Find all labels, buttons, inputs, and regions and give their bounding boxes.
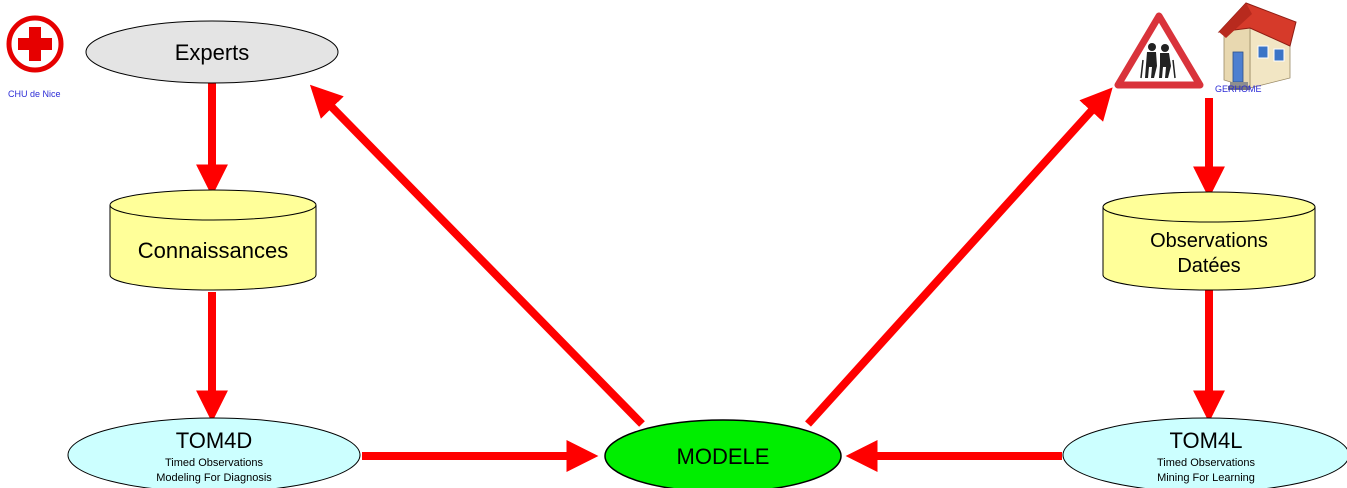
connaissances-node: Connaissances — [109, 189, 317, 291]
experts-label: Experts — [175, 40, 250, 65]
observations-label-line2: Datées — [1177, 255, 1240, 277]
arrow-modele-to-gerhome — [805, 87, 1113, 427]
red-cross-icon — [6, 15, 64, 73]
gerhome-caption: GERHOME — [1215, 84, 1262, 94]
tom4d-subtitle-line2: Modeling For Diagnosis — [156, 472, 272, 484]
elderly-crossing-sign-icon — [1114, 12, 1204, 89]
experts-node: Experts — [85, 20, 339, 84]
observations-label-line1: Observations — [1150, 230, 1268, 252]
tom4l-subtitle-line2: Mining For Learning — [1157, 472, 1255, 484]
modele-label: MODELE — [677, 444, 770, 469]
tom4d-title: TOM4D — [176, 428, 253, 453]
modele-node: MODELE — [604, 419, 842, 488]
observations-datees-node: Observations Datées — [1102, 191, 1316, 291]
tom4l-title: TOM4L — [1170, 428, 1243, 453]
tom4d-node: TOM4D Timed Observations Modeling For Di… — [67, 417, 361, 488]
tom4d-subtitle-line1: Timed Observations — [165, 457, 264, 469]
connaissances-label: Connaissances — [138, 238, 288, 263]
chu-de-nice-caption: CHU de Nice — [8, 89, 61, 99]
tom4l-node: TOM4L Timed Observations Mining For Lear… — [1062, 417, 1347, 488]
house-icon — [1217, 2, 1297, 90]
tom4l-subtitle-line1: Timed Observations — [1157, 457, 1256, 469]
arrow-modele-to-experts — [309, 84, 645, 427]
